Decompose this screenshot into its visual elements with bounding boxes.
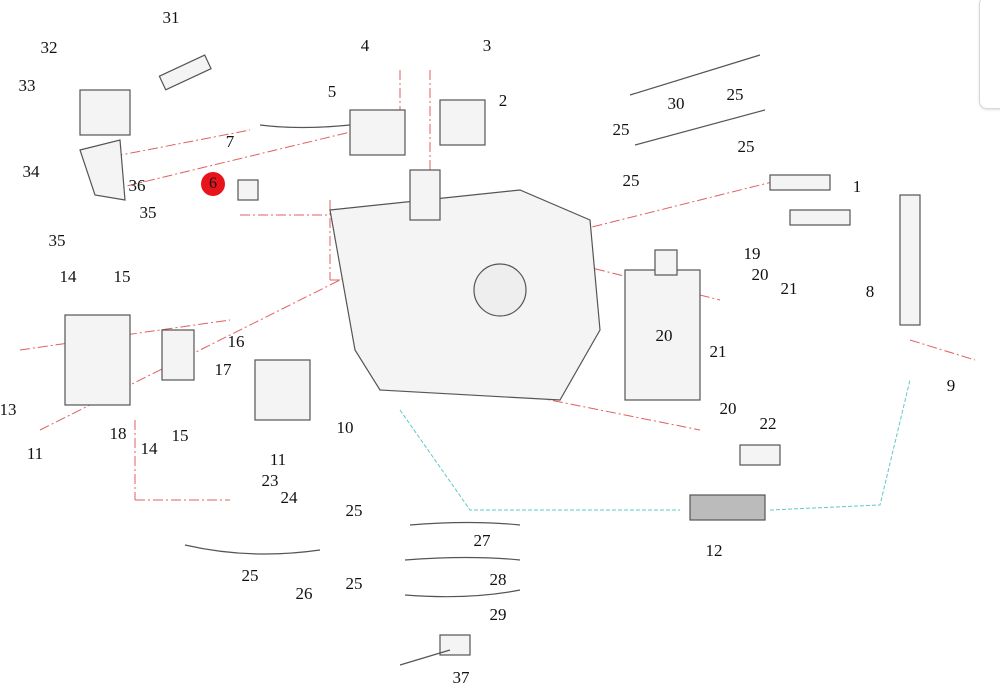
callout-21[interactable]: 21 xyxy=(780,279,798,298)
callout-19[interactable]: 19 xyxy=(743,244,761,263)
callout-26[interactable]: 26 xyxy=(295,584,313,603)
callout-13[interactable]: 13 xyxy=(0,400,17,419)
callout-21[interactable]: 21 xyxy=(709,342,727,361)
callout-11[interactable]: 11 xyxy=(26,444,44,463)
callout-20[interactable]: 20 xyxy=(719,399,737,418)
callout-14[interactable]: 14 xyxy=(140,439,158,458)
callout-7[interactable]: 7 xyxy=(225,132,235,151)
callout-28[interactable]: 28 xyxy=(489,570,507,589)
callout-8[interactable]: 8 xyxy=(865,282,875,301)
callout-29[interactable]: 29 xyxy=(489,605,507,624)
callout-16[interactable]: 16 xyxy=(227,332,245,351)
callout-15[interactable]: 15 xyxy=(113,267,131,286)
callout-25[interactable]: 25 xyxy=(726,85,744,104)
callout-17[interactable]: 17 xyxy=(214,360,232,379)
callout-35[interactable]: 35 xyxy=(48,231,66,250)
harness-line xyxy=(399,379,911,511)
callout-23[interactable]: 23 xyxy=(261,471,279,490)
callout-18[interactable]: 18 xyxy=(109,424,127,443)
callout-33[interactable]: 33 xyxy=(18,76,36,95)
callout-9[interactable]: 9 xyxy=(946,376,956,395)
callout-30[interactable]: 30 xyxy=(667,94,685,113)
callout-10[interactable]: 10 xyxy=(336,418,354,437)
wire-shapes xyxy=(184,54,766,666)
callout-24[interactable]: 24 xyxy=(280,488,298,507)
callout-25[interactable]: 25 xyxy=(345,501,363,520)
callout-1[interactable]: 1 xyxy=(852,177,862,196)
callout-35[interactable]: 35 xyxy=(139,203,157,222)
callout-20[interactable]: 20 xyxy=(655,326,673,345)
callout-12[interactable]: 12 xyxy=(705,541,723,560)
callout-25[interactable]: 25 xyxy=(345,574,363,593)
callout-25[interactable]: 25 xyxy=(737,137,755,156)
callout-14[interactable]: 14 xyxy=(59,267,77,286)
side-panel-edge xyxy=(979,0,1000,109)
callout-2[interactable]: 2 xyxy=(498,91,508,110)
callout-25[interactable]: 25 xyxy=(241,566,259,585)
callout-6-highlighted[interactable]: 6 xyxy=(201,172,225,196)
callout-11[interactable]: 11 xyxy=(269,450,287,469)
callout-37[interactable]: 37 xyxy=(452,668,470,687)
callout-25[interactable]: 25 xyxy=(612,120,630,139)
callout-20[interactable]: 20 xyxy=(751,265,769,284)
callout-34[interactable]: 34 xyxy=(22,162,40,181)
callout-22[interactable]: 22 xyxy=(759,414,777,433)
callout-36[interactable]: 36 xyxy=(128,176,146,195)
callout-5[interactable]: 5 xyxy=(327,82,337,101)
callout-32[interactable]: 32 xyxy=(40,38,58,57)
callout-15[interactable]: 15 xyxy=(171,426,189,445)
part-shapes xyxy=(64,54,921,656)
callout-4[interactable]: 4 xyxy=(360,36,370,55)
callout-3[interactable]: 3 xyxy=(482,36,492,55)
callout-31[interactable]: 31 xyxy=(162,8,180,27)
callout-25[interactable]: 25 xyxy=(622,171,640,190)
callout-27[interactable]: 27 xyxy=(473,531,491,550)
